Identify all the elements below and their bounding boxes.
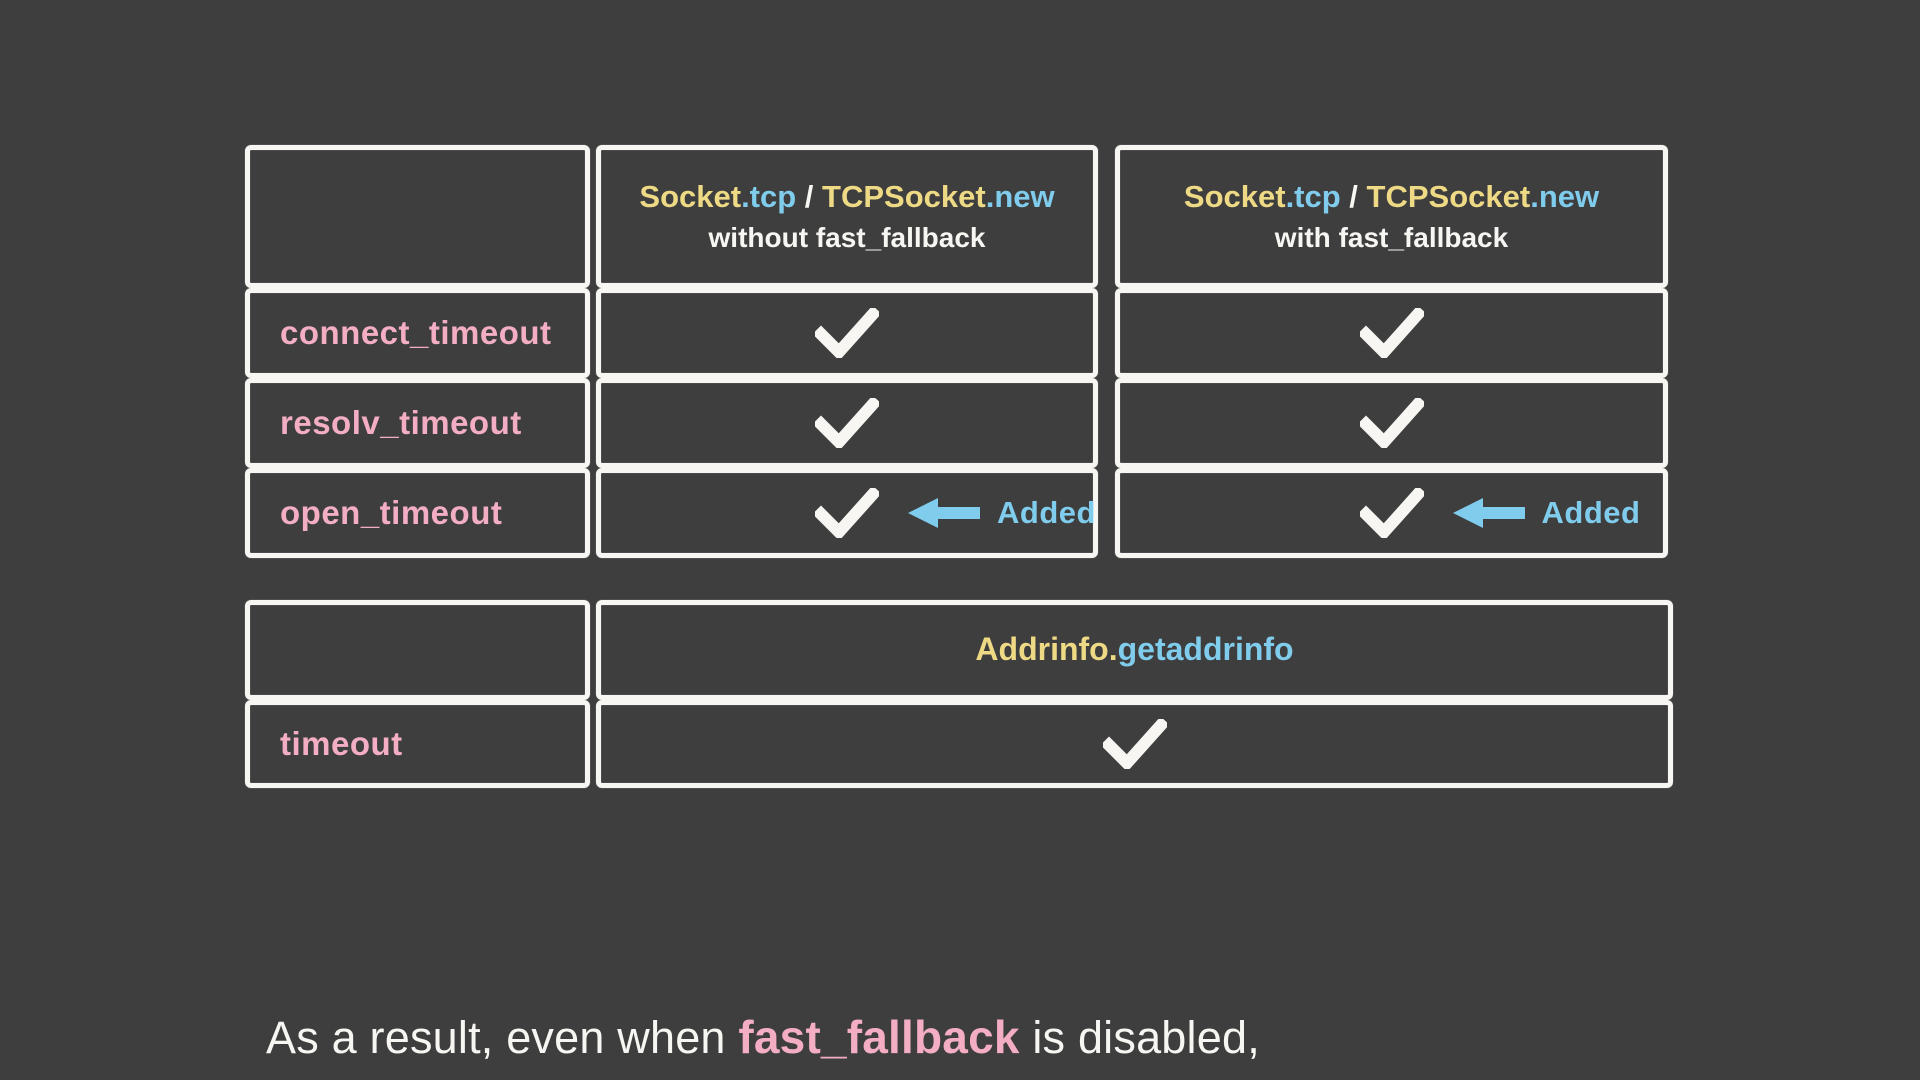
header-title-segment: Socket xyxy=(639,178,742,214)
conclusion-segment: As a result, even when xyxy=(266,1012,739,1063)
row-label-open-timeout: open_timeout xyxy=(245,468,590,558)
arrow-left-icon xyxy=(908,498,980,528)
added-label: Added xyxy=(1541,495,1641,530)
header-title: Socket.tcp / TCPSocket.new xyxy=(1183,178,1600,214)
addrinfo-table: Addrinfo.getaddrinfo timeout xyxy=(245,600,1673,788)
check-icon xyxy=(1359,488,1424,538)
check-icon xyxy=(815,308,879,358)
check-icon xyxy=(815,488,879,538)
header-title: Socket.tcp / TCPSocket.new xyxy=(639,178,1055,214)
check-cell xyxy=(596,288,1098,378)
check-cell: Added xyxy=(596,468,1098,558)
header-title-segment: .tcp xyxy=(1285,178,1341,214)
table-row-timeout: timeout xyxy=(245,700,1673,788)
check-cell: Added xyxy=(1115,468,1668,558)
header-title-segment: .new xyxy=(985,178,1055,214)
header-cell-with-fallback: Socket.tcp / TCPSocket.new with fast_fal… xyxy=(1115,145,1668,288)
added-annotation: Added xyxy=(905,495,1096,531)
check-cell xyxy=(596,700,1673,788)
check-cell xyxy=(1115,288,1668,378)
socket-table-header-row: Socket.tcp / TCPSocket.new without fast_… xyxy=(245,145,1668,288)
check-icon xyxy=(1359,398,1424,448)
header-subtitle: with fast_fallback xyxy=(1274,221,1509,253)
header-title-segment: Addrinfo. xyxy=(975,631,1118,668)
row-label-resolv-timeout: resolv_timeout xyxy=(245,378,590,468)
header-title-segment: Socket xyxy=(1183,178,1286,214)
header-title-segment: / xyxy=(796,178,823,214)
conclusion-text: As a result, even when fast_fallback is … xyxy=(266,812,1370,1080)
header-subtitle: without fast_fallback xyxy=(708,221,986,253)
header-title-segment: getaddrinfo xyxy=(1117,631,1294,668)
addrinfo-table-header-row: Addrinfo.getaddrinfo xyxy=(245,600,1673,700)
header-title-segment: TCPSocket xyxy=(822,178,986,214)
added-annotation: Added xyxy=(1450,495,1641,531)
check-icon xyxy=(1102,719,1167,769)
header-title: Addrinfo.getaddrinfo xyxy=(975,632,1293,667)
check-icon xyxy=(815,398,879,448)
arrow-left-icon xyxy=(1452,498,1525,528)
header-title-segment: .new xyxy=(1530,178,1600,214)
header-cell-without-fallback: Socket.tcp / TCPSocket.new without fast_… xyxy=(596,145,1098,288)
header-title-segment: .tcp xyxy=(741,178,797,214)
check-icon xyxy=(1359,308,1424,358)
header-blank-cell xyxy=(245,145,590,288)
header-title-segment: TCPSocket xyxy=(1366,178,1531,214)
table-row-open-timeout: open_timeout Added Added xyxy=(245,468,1668,558)
conclusion-segment: is disabled, xyxy=(1019,1012,1260,1063)
check-cell xyxy=(1115,378,1668,468)
header-cell-addrinfo: Addrinfo.getaddrinfo xyxy=(596,600,1673,700)
conclusion-segment: fast_fallback xyxy=(738,1011,1020,1063)
table-row-connect-timeout: connect_timeout xyxy=(245,288,1668,378)
conclusion-line-1: As a result, even when fast_fallback is … xyxy=(266,992,1370,1080)
check-cell xyxy=(596,378,1098,468)
row-label-timeout: timeout xyxy=(245,700,590,788)
row-label-connect-timeout: connect_timeout xyxy=(245,288,590,378)
added-label: Added xyxy=(997,495,1096,530)
header-blank-cell xyxy=(245,600,590,700)
header-title-segment: / xyxy=(1340,178,1367,214)
table-row-resolv-timeout: resolv_timeout xyxy=(245,378,1668,468)
socket-table: Socket.tcp / TCPSocket.new without fast_… xyxy=(245,145,1668,558)
